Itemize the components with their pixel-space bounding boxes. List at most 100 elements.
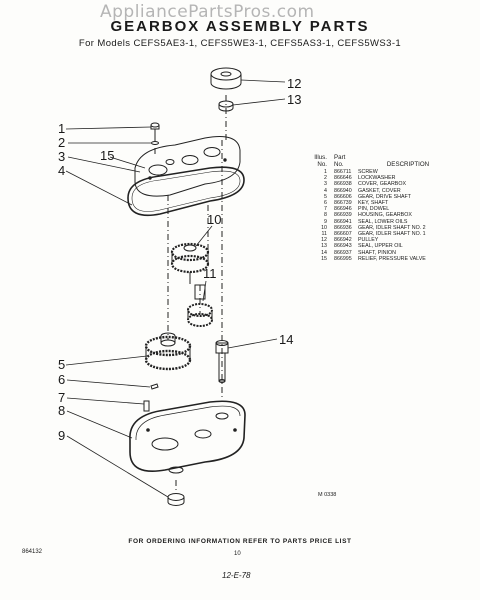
parts-table-row: 12 866942 PULLEY <box>310 237 458 243</box>
callout-12: 12 <box>287 76 302 91</box>
description-cell: LOCKWASHER <box>358 175 396 182</box>
illus-no-cell: 9 <box>324 218 327 225</box>
callout-14: 14 <box>279 332 294 347</box>
parts-table-row: 13 866943 SEAL, UPPER OIL <box>310 243 458 249</box>
part-no-cell: 866939 <box>334 212 352 219</box>
description-cell: GEAR, DRIVE SHAFT <box>358 193 411 200</box>
illus-no-cell: 8 <box>324 212 327 219</box>
parts-table-row: 8 866939 HOUSING, GEARBOX <box>310 212 458 218</box>
callout-3: 3 <box>58 149 66 164</box>
description-cell: SEAL, LOWER OILS <box>358 218 408 225</box>
callout-6: 6 <box>58 372 66 387</box>
callout-7: 7 <box>58 390 66 405</box>
illus-no-cell: 15 <box>321 255 327 262</box>
illus-no-cell: 6 <box>324 200 327 207</box>
parts-table-row: 1 866711 SCREW <box>310 169 458 175</box>
part-no-cell: 866937 <box>334 249 352 256</box>
parts-table-row: 14 866937 SHAFT, PINION <box>310 250 458 256</box>
model-list: For Models CEFS5AE3-1, CEFS5WE3-1, CEFS5… <box>78 38 402 49</box>
gasket-4 <box>127 166 245 217</box>
description-cell: PULLEY <box>358 237 379 244</box>
description-cell: GEAR, IDLER SHAFT NO. 1 <box>358 231 426 238</box>
parts-table-row: 4 866940 GASKET, COVER <box>310 188 458 194</box>
callout-13: 13 <box>287 92 302 107</box>
parts-table-row: 10 866936 GEAR, IDLER SHAFT NO. 2 <box>310 225 458 231</box>
parts-table-row: 7 866946 PIN, DOWEL <box>310 206 458 212</box>
handwritten-note: 12-E-78 <box>222 571 251 580</box>
publication-number: 864132 <box>22 549 43 555</box>
part-no-cell: 866711 <box>334 169 352 175</box>
part-no-cell: 866646 <box>334 175 352 182</box>
lockwasher-2 <box>151 141 159 145</box>
key-6 <box>150 383 159 390</box>
illus-no-cell: 12 <box>321 237 327 244</box>
ordering-info: FOR ORDERING INFORMATION REFER TO PARTS … <box>128 538 352 545</box>
illus-no-cell: 3 <box>324 181 327 188</box>
part-no-cell: 866606 <box>334 193 352 200</box>
illus-no-cell: 5 <box>324 193 327 200</box>
figure-number: M 0338 <box>318 492 337 498</box>
screw-1 <box>150 122 160 137</box>
upper-oil-seal-13 <box>218 100 234 112</box>
cover-3 <box>134 136 241 197</box>
parts-table-row: 2 866646 LOCKWASHER <box>310 175 458 181</box>
watermark: AppliancePartsPros.com <box>100 2 315 22</box>
idler-gear-10 <box>170 242 210 284</box>
description-cell: SCREW <box>358 169 378 175</box>
callout-2: 2 <box>58 135 66 150</box>
idler-gear-11 <box>187 284 213 327</box>
callout-8: 8 <box>58 403 66 418</box>
illus-no-cell: 1 <box>324 169 327 175</box>
description-cell: SHAFT, PINION <box>358 249 396 256</box>
part-no-cell: 866607 <box>334 231 352 238</box>
dowel-pin-7 <box>143 400 150 412</box>
callout-4: 4 <box>58 163 66 178</box>
page-title: GEARBOX ASSEMBLY PARTS <box>110 18 370 35</box>
description-cell: HOUSING, GEARBOX <box>358 212 412 219</box>
illus-no-cell: 14 <box>321 249 327 256</box>
parts-table-row: 5 866606 GEAR, DRIVE SHAFT <box>310 194 458 200</box>
parts-table-row: 15 866995 RELIEF, PRESSURE VALVE <box>310 256 458 262</box>
callout-9: 9 <box>58 428 66 443</box>
callout-1: 1 <box>58 121 66 136</box>
callout-11: 11 <box>203 266 217 281</box>
part-no-cell: 866946 <box>334 206 352 213</box>
page-number: 10 <box>234 551 241 557</box>
illus-no-cell: 7 <box>324 206 327 213</box>
callout-15: 15 <box>100 148 115 163</box>
parts-table-row: 9 866941 SEAL, LOWER OILS <box>310 219 458 225</box>
drive-gear-5 <box>144 332 192 371</box>
header-illus-no: Illus. No. <box>314 154 327 168</box>
part-no-cell: 866938 <box>334 181 352 188</box>
illus-no-cell: 4 <box>324 187 327 194</box>
description-cell: RELIEF, PRESSURE VALVE <box>358 255 426 262</box>
part-no-cell: 866942 <box>334 237 352 244</box>
part-no-cell: 866943 <box>334 243 352 250</box>
part-no-cell: 866940 <box>334 187 352 194</box>
pulley-12 <box>210 67 242 90</box>
description-cell: SEAL, UPPER OIL <box>358 243 403 250</box>
illus-no-cell: 2 <box>324 175 327 182</box>
illus-no-cell: 10 <box>321 224 327 231</box>
part-no-cell: 866936 <box>334 224 352 231</box>
description-cell: PIN, DOWEL <box>358 206 390 213</box>
gearbox-housing-8 <box>129 400 246 474</box>
part-no-cell: 866995 <box>334 255 352 262</box>
callout-10: 10 <box>207 212 222 227</box>
parts-table-header: Illus. No. Part No. DESCRIPTION <box>310 154 458 168</box>
part-no-cell: 866739 <box>334 200 352 207</box>
callout-5: 5 <box>58 357 66 372</box>
parts-table-row: 11 866607 GEAR, IDLER SHAFT NO. 1 <box>310 231 458 237</box>
part-no-cell: 866941 <box>334 218 352 225</box>
description-cell: GASKET, COVER <box>358 187 401 194</box>
header-description: DESCRIPTION <box>386 161 430 168</box>
header-part-no: Part No. <box>334 154 346 168</box>
illus-no-cell: 11 <box>321 231 328 238</box>
illus-no-cell: 13 <box>321 243 327 250</box>
description-cell: GEAR, IDLER SHAFT NO. 2 <box>358 224 426 231</box>
